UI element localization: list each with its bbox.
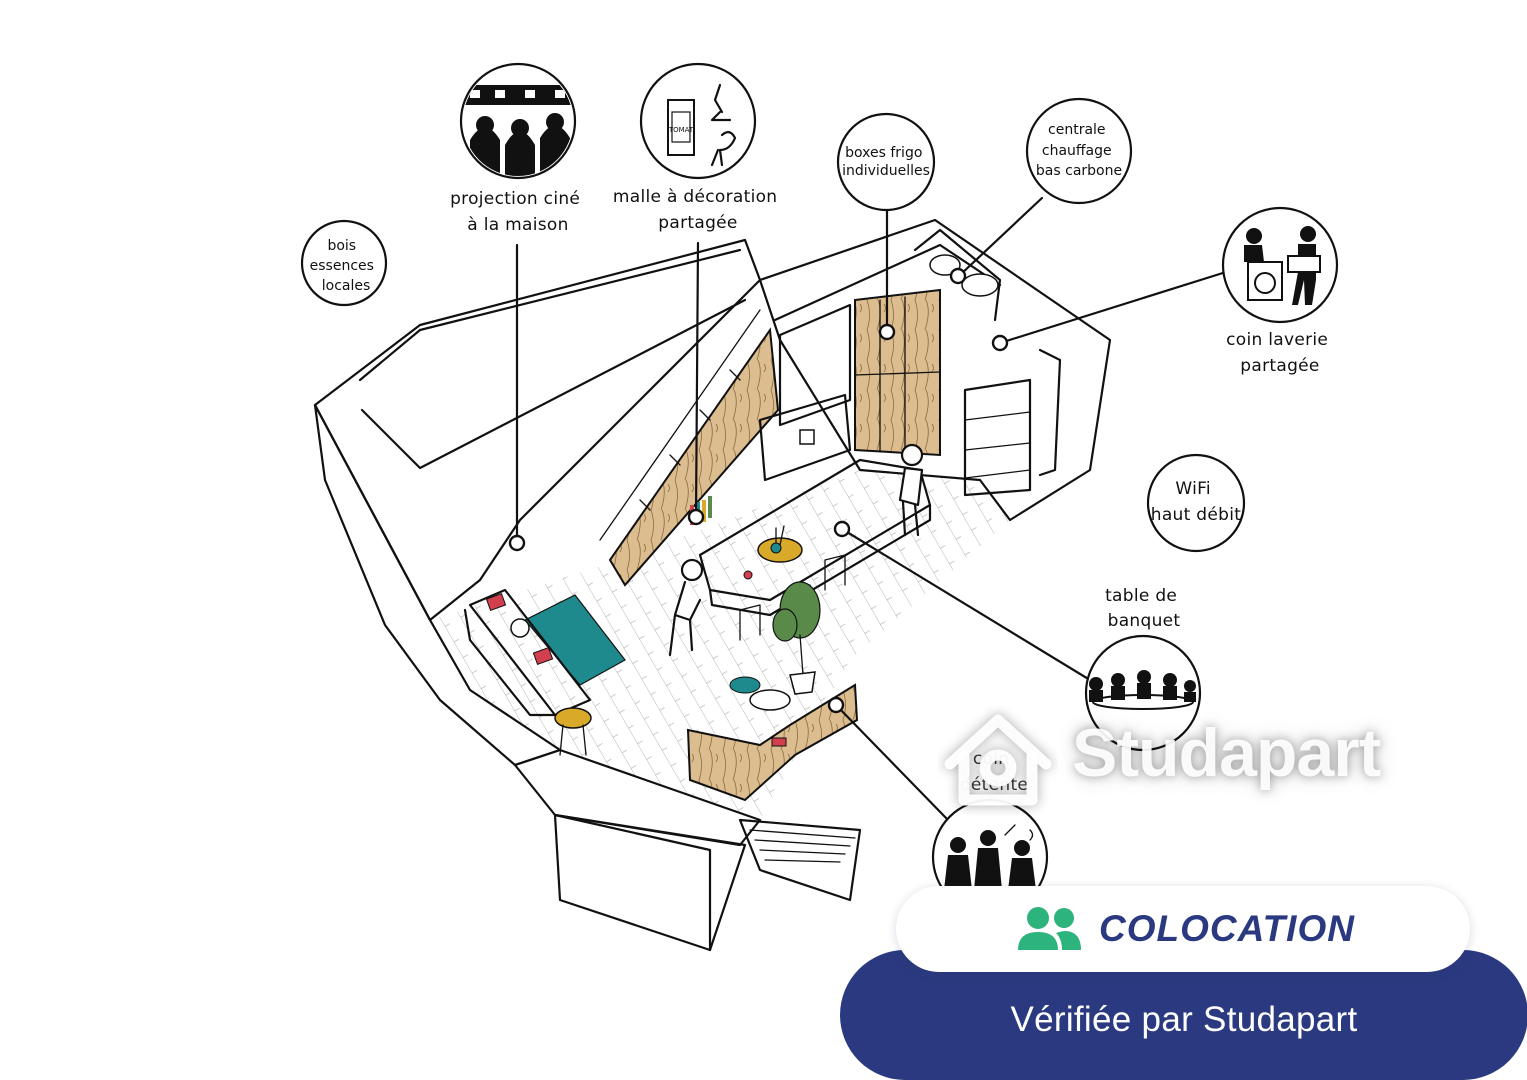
banquet-line-1: table de: [1105, 586, 1177, 606]
person-seated: [668, 558, 704, 657]
svg-text:centrale chauffage: centrale chauffage bas carbone: [1036, 122, 1122, 179]
cinema-icon: [459, 62, 577, 180]
users-icon: [1018, 907, 1081, 950]
kitchen: [698, 288, 1032, 617]
wifi-line-2: haut débit: [1151, 505, 1241, 525]
house-logo-icon: [944, 714, 1052, 806]
malle-label: malle à décoration partagée: [613, 187, 783, 233]
chauffage-line-3: bas carbone: [1036, 163, 1122, 179]
wifi-line-1: WiFi: [1175, 479, 1211, 499]
banquet-icon: [1084, 634, 1202, 752]
colocation-label: COLOCATION: [1099, 908, 1355, 949]
bois-circle: bois essences locales: [300, 219, 388, 307]
person-cooking: [898, 443, 924, 537]
frigo-line-1: boxes frigo: [845, 145, 922, 161]
colocation-badge: COLOCATION: [896, 886, 1470, 972]
potted-plant: [772, 581, 821, 695]
chauffage-line-1: centrale: [1048, 122, 1106, 138]
outer-wall-front: [513, 748, 762, 847]
laverie-line-2: partagée: [1240, 356, 1319, 376]
malle-line-1: malle à décoration: [613, 187, 777, 207]
bois-line-2: essences: [310, 258, 374, 274]
leader-lines: [515, 196, 1228, 822]
frigo-circle: boxes frigo individuelles: [836, 112, 936, 212]
sofa: [463, 588, 592, 717]
staircase: [738, 818, 862, 902]
projection-line-2: à la maison: [467, 215, 568, 235]
studapart-watermark: Studapart: [938, 706, 1438, 816]
bois-line-3: locales: [322, 278, 371, 294]
svg-text:bois essences loca: bois essences locales: [310, 238, 379, 294]
decoration-icon: TOMAT: [639, 62, 757, 180]
side-table: [554, 707, 592, 729]
wood-bookshelf: [608, 327, 780, 587]
banquet-line-2: banquet: [1108, 611, 1181, 631]
chauffage-circle: centrale chauffage bas carbone: [1025, 97, 1133, 205]
projection-label: projection ciné à la maison: [450, 189, 586, 235]
svg-text:boxes frigo individuelle: boxes frigo individuelles: [842, 145, 930, 179]
banquet-label: table de banquet: [1105, 586, 1183, 631]
malle-line-2: partagée: [658, 213, 737, 233]
watermark-brand: Studapart: [1072, 715, 1381, 791]
chauffage-line-2: chauffage: [1042, 143, 1112, 159]
left-wall: [313, 238, 762, 622]
wifi-circle: WiFi haut débit: [1146, 453, 1246, 553]
detente-icon: [931, 798, 1049, 916]
laverie-line-1: coin laverie: [1226, 330, 1328, 350]
apartment-floorplan: [313, 218, 1112, 952]
anchor-dots: [508, 267, 1009, 714]
right-wall: [758, 218, 1112, 522]
svg-text:TOMAT: TOMAT: [668, 126, 694, 134]
fridge-boxes: [854, 288, 941, 457]
svg-text:WiFi haut débit: WiFi haut débit: [1151, 479, 1241, 525]
bois-line-1: bois: [327, 238, 356, 254]
projection-line-1: projection ciné: [450, 189, 580, 209]
verified-text: Vérifiée par Studapart: [1010, 1000, 1358, 1039]
frigo-line-2: individuelles: [842, 163, 930, 179]
laverie-icon: [1221, 206, 1339, 324]
laverie-label: coin laverie partagée: [1226, 330, 1334, 376]
